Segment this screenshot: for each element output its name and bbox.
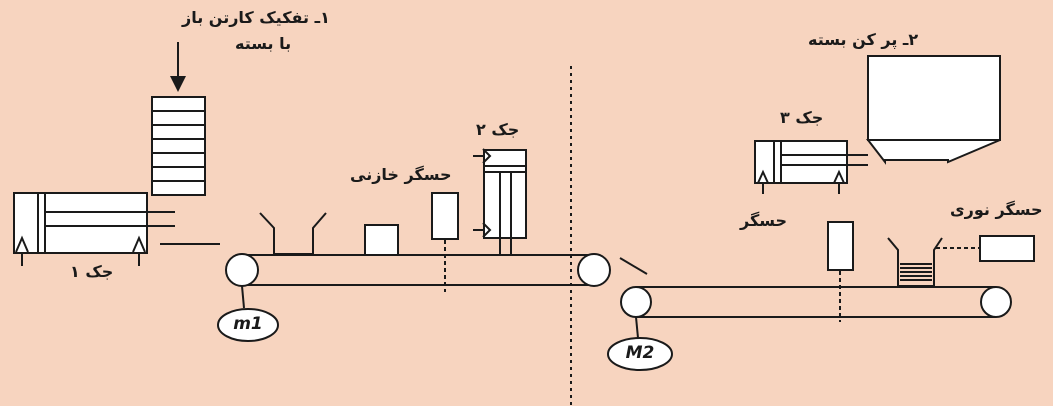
- jack-3-cylinder: [754, 140, 868, 194]
- motor-m1: [217, 308, 279, 342]
- down-arrow-icon: [170, 42, 186, 92]
- jack-1-cylinder: [13, 192, 175, 266]
- conveyor-2: [620, 286, 1012, 339]
- hopper: [865, 55, 1001, 165]
- jack-2-label: جک ۲: [476, 120, 520, 139]
- optical-sensor: [936, 235, 1035, 262]
- step-1-title: ۱ـ تفکیک کارتن باز: [182, 8, 330, 27]
- jack-3-label: جک ۳: [780, 108, 824, 127]
- closed-box: [364, 224, 399, 256]
- filled-box: [887, 237, 943, 287]
- jack-1-label: جک ۱: [70, 262, 114, 281]
- motor-m2: [607, 337, 673, 371]
- capacitive-sensor: [431, 192, 459, 292]
- transfer-chute: [619, 257, 648, 275]
- open-carton: [259, 212, 327, 255]
- sensor-conveyor-2: [827, 221, 854, 322]
- carton-stack: [151, 96, 206, 196]
- sensor-label: حسگر: [740, 211, 788, 230]
- motor-m1-label: m1: [233, 314, 263, 334]
- conveyor-1: [225, 253, 611, 309]
- motor-m2-label: M2: [625, 343, 655, 363]
- step-2-title: ۲ـ پر کن بسته: [808, 30, 919, 49]
- jack-2-cylinder: [473, 148, 527, 255]
- optical-sensor-label: حسگر نوری: [950, 200, 1043, 219]
- step-1-subtitle: با بسته: [235, 34, 292, 53]
- capacitive-sensor-label: حسگر خازنی: [350, 165, 452, 184]
